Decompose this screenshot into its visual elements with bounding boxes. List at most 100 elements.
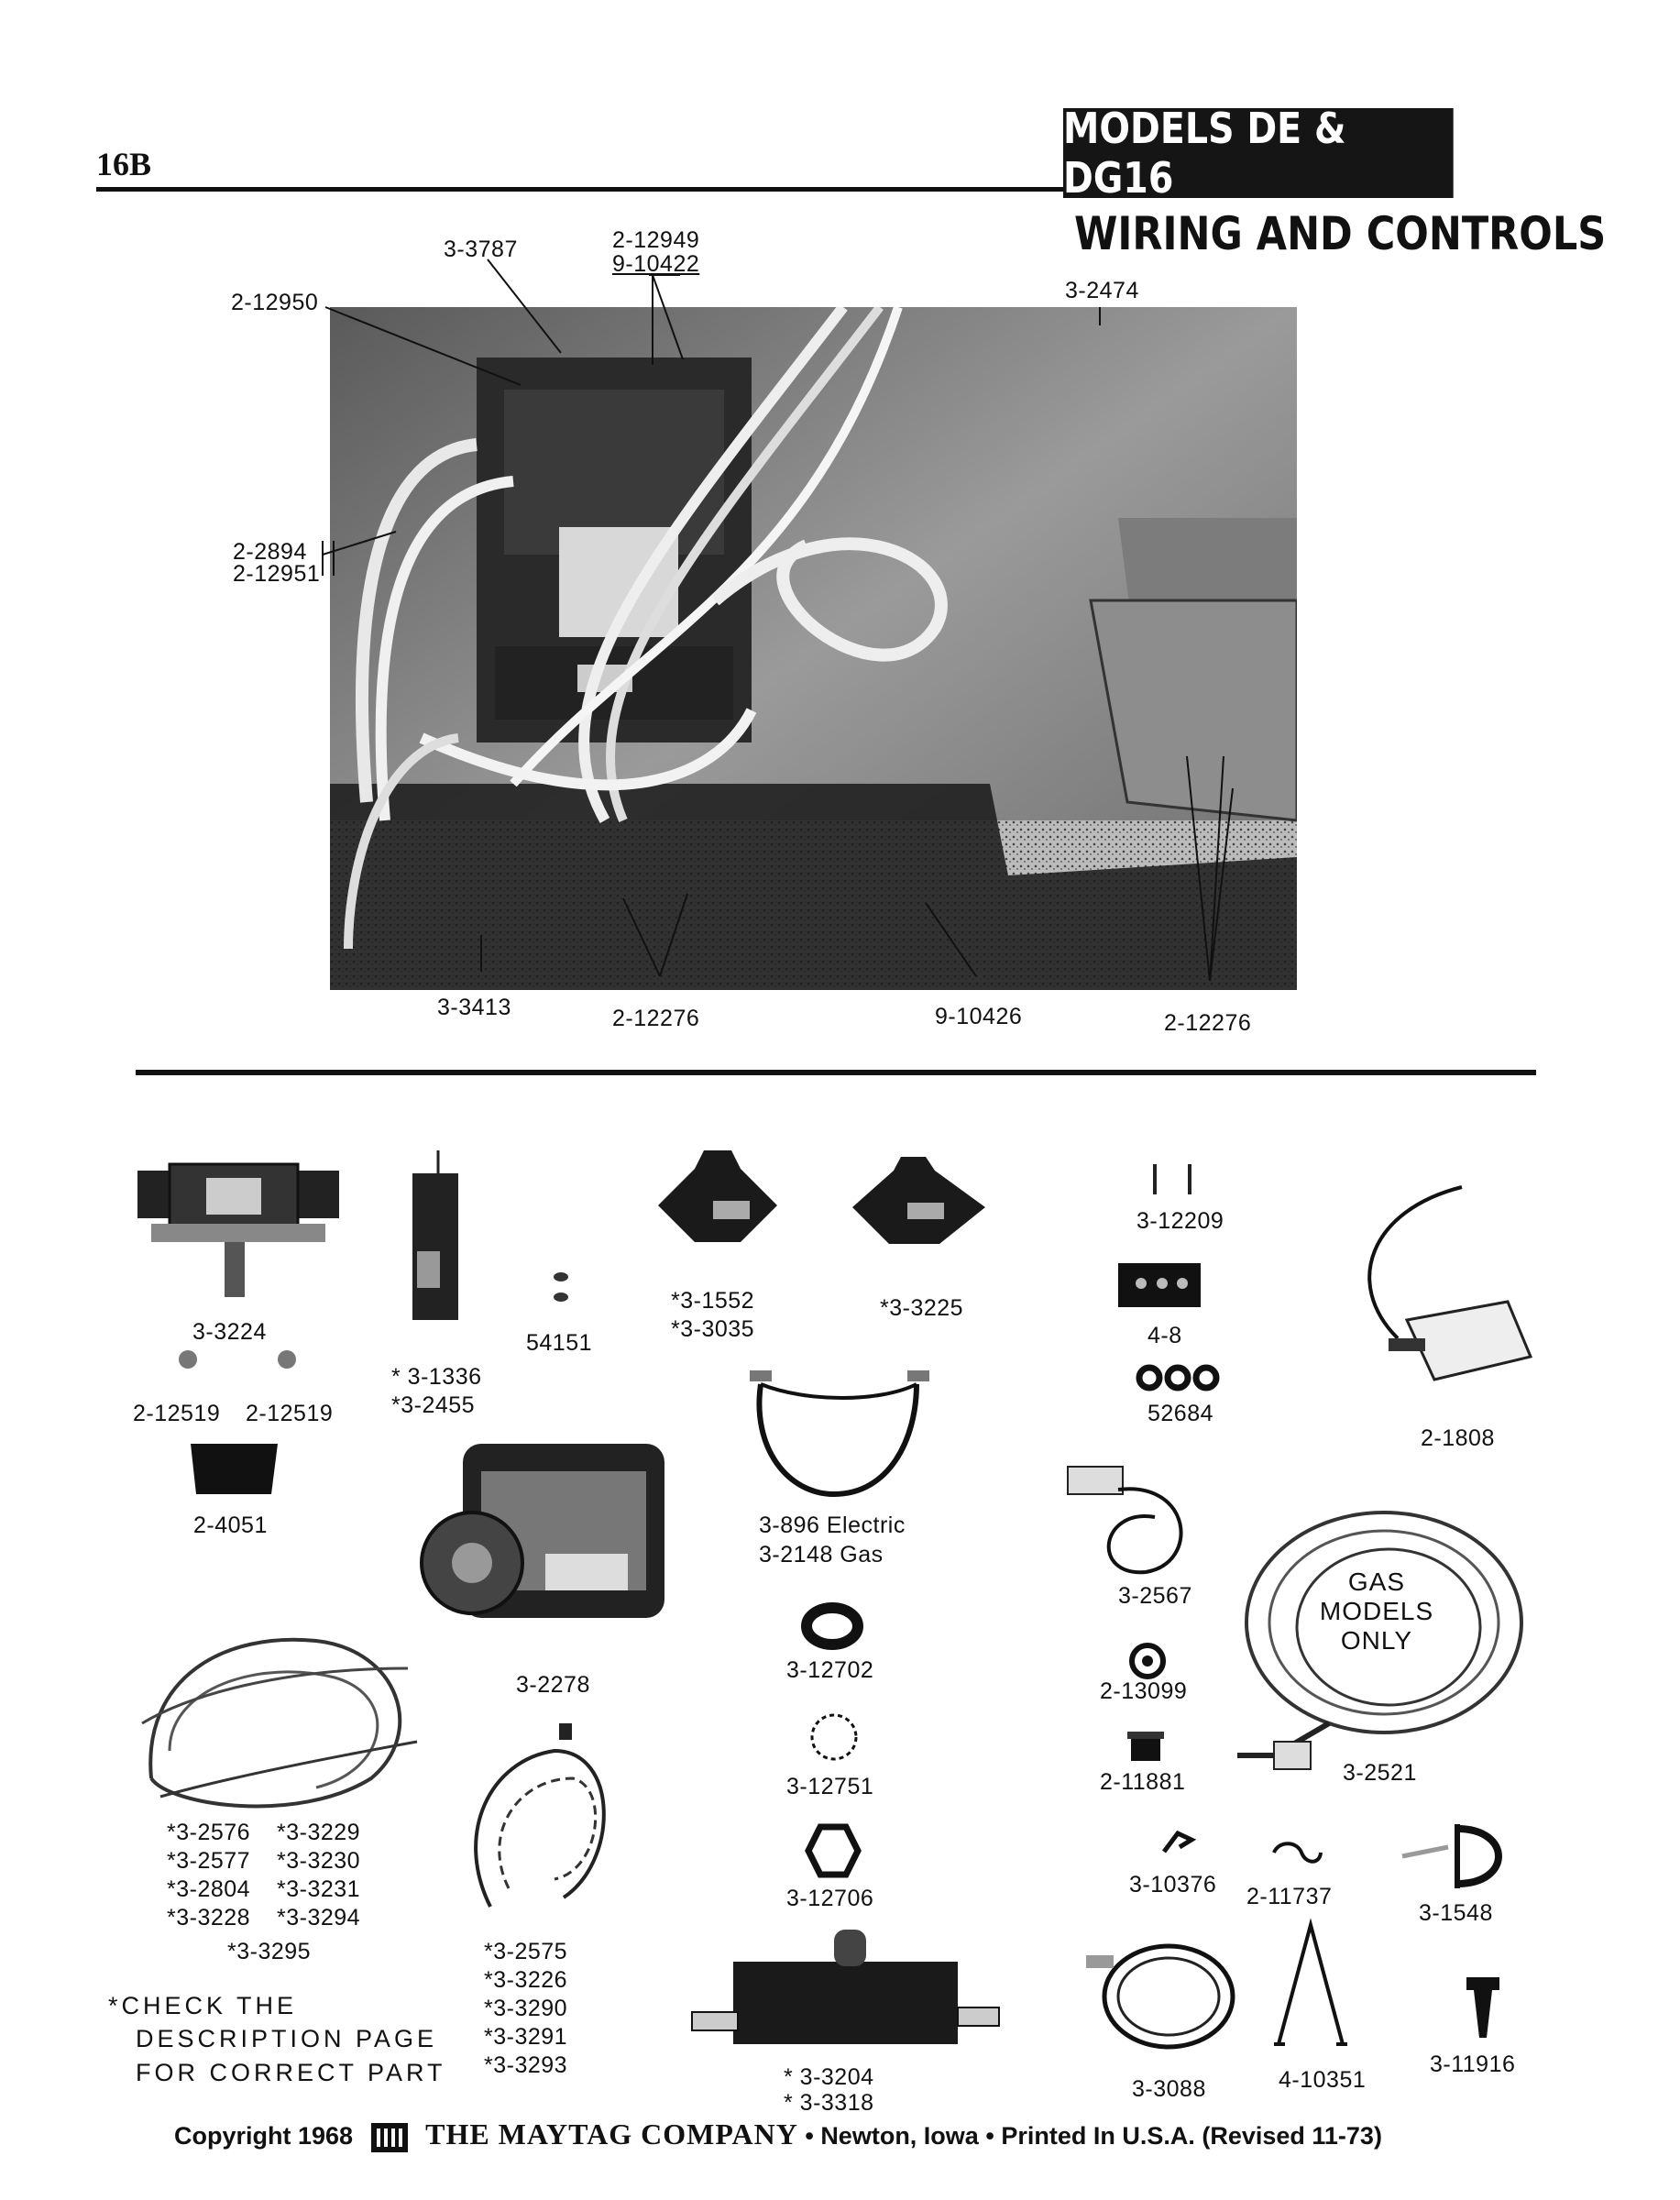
- clamp-3-1548-illustration: [1401, 1824, 1502, 1888]
- models-title: MODELS DE & DG16: [1063, 104, 1346, 203]
- thermostat-3-1552-illustration: [658, 1150, 777, 1242]
- harness-b-item: *3-3226: [484, 1967, 568, 1993]
- bullet-icon: •: [805, 2122, 821, 2150]
- footer-printed: Printed In U.S.A. (Revised 11-73): [1001, 2122, 1382, 2150]
- part-3-3088: 3-3088: [1132, 2076, 1206, 2102]
- cord-3-2521-illustration: [1237, 1511, 1523, 1770]
- grommet-3-2567-illustration: [1067, 1466, 1183, 1575]
- harness-a-item: *3-3230: [277, 1848, 361, 1874]
- callout-2-12276-right: 2-12276: [1164, 1010, 1252, 1036]
- clip-3-10376-illustration: [1162, 1830, 1197, 1854]
- gas-models-only-note: GAS MODELS ONLY: [1312, 1568, 1441, 1656]
- screw-3-11916-illustration: [1466, 1977, 1499, 2038]
- gas-note-line-1: GAS: [1347, 1568, 1406, 1596]
- clip-2-11737-illustration: [1272, 1842, 1323, 1864]
- part-3-10376: 3-10376: [1129, 1872, 1217, 1898]
- part-2-11881: 2-11881: [1100, 1769, 1186, 1795]
- callout-3-2474: 3-2474: [1065, 278, 1139, 303]
- harness-3-2576-illustration: [141, 1637, 418, 1809]
- screws-2-12519-illustration: [179, 1350, 296, 1369]
- callout-3-3413: 3-3413: [437, 995, 511, 1020]
- check-note-line-2: DESCRIPTION PAGE: [136, 2025, 438, 2053]
- part-3-3224: 3-3224: [192, 1319, 267, 1345]
- part-3-3225: *3-3225: [880, 1295, 964, 1321]
- cord-2-1808-illustration: [1367, 1185, 1533, 1381]
- part-3-896: 3-896 Electric: [759, 1512, 906, 1538]
- part-3-2148: 3-2148 Gas: [759, 1542, 884, 1568]
- part-3-2521: 3-2521: [1343, 1760, 1417, 1786]
- part-54151: 54151: [526, 1330, 593, 1356]
- part-2-12519-right: 2-12519: [246, 1401, 334, 1426]
- thermostat-3-3225-illustration: [852, 1157, 985, 1244]
- part-3-1552: *3-1552: [671, 1288, 755, 1314]
- nut-3-12706-illustration: [805, 1823, 862, 1878]
- part-2-12519-left: 2-12519: [133, 1401, 221, 1426]
- check-note-line-3: FOR CORRECT PART: [136, 2058, 446, 2086]
- callout-2-2894: 2-2894: [233, 539, 307, 565]
- harness-b-item: *3-3291: [484, 2024, 568, 2050]
- nuts-52684-illustration: [1136, 1364, 1220, 1392]
- part-3-3035: *3-3035: [671, 1316, 755, 1342]
- part-3-2455: *3-2455: [391, 1392, 476, 1418]
- section-title: WIRING AND CONTROLS: [1074, 207, 1607, 260]
- page-number: 16B: [96, 146, 152, 182]
- gas-note-line-2: MODELS: [1319, 1597, 1434, 1626]
- bullet-icon: •: [985, 2122, 1002, 2150]
- knob-2-4051-illustration: [191, 1444, 278, 1494]
- callout-9-10422: 9-10422: [612, 251, 700, 277]
- washer-2-13099-illustration: [1129, 1643, 1166, 1679]
- part-3-12706: 3-12706: [786, 1886, 874, 1911]
- callout-2-12276: 2-12276: [612, 1006, 700, 1031]
- spring-4-10351-illustration: [1274, 1918, 1347, 2046]
- check-note: *CHECK THE DESCRIPTION PAGE FOR CORRECT …: [108, 1989, 446, 2089]
- light-switch-3-3204-illustration: [691, 1930, 1000, 2044]
- part-4-10351: 4-10351: [1279, 2067, 1367, 2093]
- gas-note-line-3: ONLY: [1340, 1626, 1413, 1656]
- harness-a-item: *3-3231: [277, 1876, 361, 1902]
- section-divider: [136, 1070, 1536, 1075]
- header-rule: [96, 187, 1063, 192]
- callout-2-12950: 2-12950: [231, 290, 319, 315]
- part-3-3318: * 3-3318: [784, 2090, 874, 2116]
- terminal-block-4-8-illustration: [1118, 1263, 1201, 1307]
- part-3-2278: 3-2278: [516, 1672, 590, 1698]
- part-3-12209: 3-12209: [1136, 1208, 1224, 1234]
- timer-3-2278-illustration: [420, 1444, 664, 1618]
- part-2-13099: 2-13099: [1100, 1678, 1188, 1704]
- harness-a-item: *3-2576: [167, 1820, 251, 1845]
- bushing-2-11881-illustration: [1127, 1732, 1164, 1761]
- harness-b-item: *3-3290: [484, 1996, 568, 2021]
- wire-3-896-illustration: [750, 1370, 929, 1498]
- screws-54151-illustration: [554, 1272, 568, 1302]
- part-3-11916: 3-11916: [1430, 2052, 1516, 2077]
- part-2-11737: 2-11737: [1246, 1884, 1333, 1909]
- maytag-logo-icon: [370, 2122, 408, 2152]
- harness-a-item: *3-3229: [277, 1820, 361, 1845]
- harness-b-item: *3-2575: [484, 1939, 568, 1964]
- callout-3-3787: 3-3787: [444, 236, 518, 262]
- harness-a-item: *3-2804: [167, 1876, 251, 1902]
- models-banner: MODELS DE & DG16: [1063, 104, 1454, 203]
- harness-3-2575-illustration: [474, 1723, 606, 1908]
- footer-location: Newton, Iowa: [820, 2122, 979, 2150]
- part-3-12702: 3-12702: [786, 1657, 874, 1683]
- harness-a-item: *3-3228: [167, 1905, 251, 1930]
- callout-9-10426: 9-10426: [935, 1004, 1023, 1029]
- footer-copyright: Copyright 1968: [174, 2122, 354, 2150]
- footer-company: THE MAYTAG COMPANY: [425, 2118, 798, 2150]
- check-note-line-1: *CHECK THE: [108, 1992, 298, 2019]
- wiring-controls-photo: [330, 307, 1297, 990]
- wire-3-3088-illustration: [1086, 1943, 1235, 2050]
- switch-3-3224-illustration: [137, 1162, 339, 1297]
- part-2-4051: 2-4051: [193, 1512, 268, 1538]
- timer-switch-3-1336-illustration: [412, 1150, 458, 1320]
- harness-a-item: *3-2577: [167, 1848, 251, 1874]
- callout-2-12949: 2-12949: [612, 227, 700, 253]
- part-4-8: 4-8: [1147, 1323, 1182, 1348]
- footer: Copyright 1968 THE MAYTAG COMPANY • Newt…: [174, 2118, 1382, 2152]
- harness-a-item: *3-3295: [227, 1939, 312, 1964]
- screws-3-12209-illustration: [1153, 1164, 1191, 1194]
- part-2-1808: 2-1808: [1421, 1425, 1495, 1451]
- part-3-12751: 3-12751: [786, 1774, 874, 1799]
- part-3-1336: * 3-1336: [391, 1364, 482, 1390]
